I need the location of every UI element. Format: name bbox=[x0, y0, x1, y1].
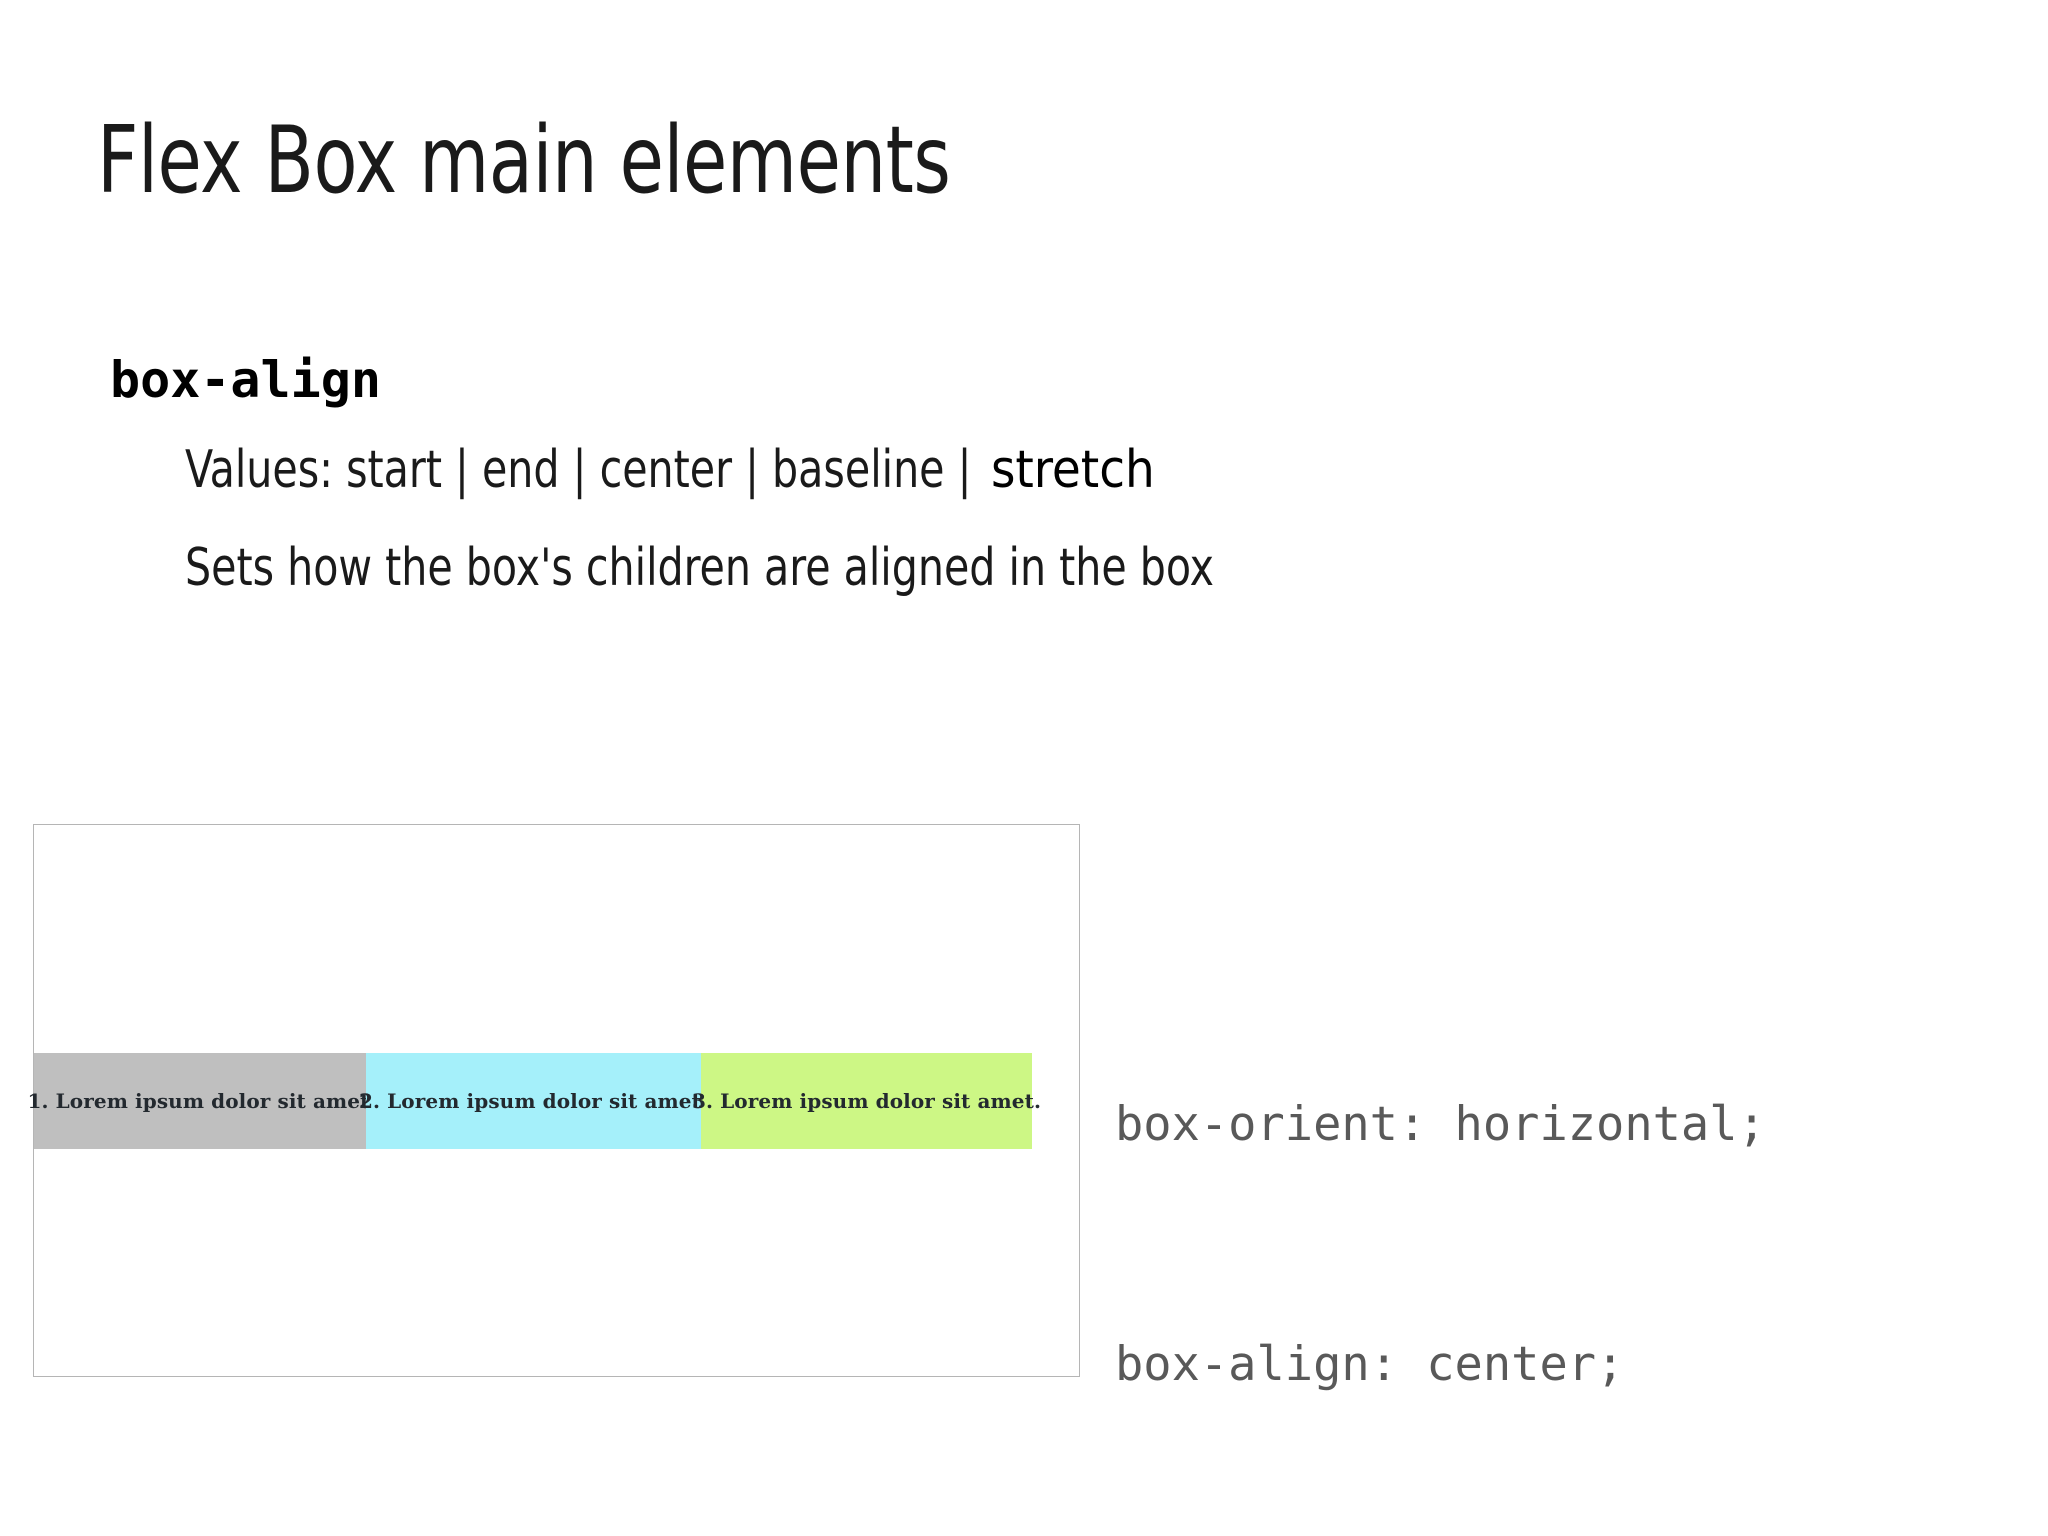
page-title: Flex Box main elements bbox=[97, 106, 951, 215]
property-name-box-align: box-align bbox=[110, 351, 381, 409]
code-snippet: box-orient: horizontal; box-align: cente… bbox=[1115, 925, 1766, 1485]
property-default-value: stretch bbox=[990, 440, 1155, 500]
property-values-list: Values: start | end | center | baseline … bbox=[185, 440, 985, 500]
code-line-box-orient: box-orient: horizontal; bbox=[1115, 1097, 1766, 1152]
demo-item-2: 2. Lorem ipsum dolor sit amet. bbox=[359, 1052, 708, 1149]
demo-item-1-label: 1. Lorem ipsum dolor sit amet. bbox=[27, 1088, 377, 1113]
demo-item-2-label: 2. Lorem ipsum dolor sit amet. bbox=[359, 1088, 709, 1113]
property-values-line: Values: start | end | center | baseline … bbox=[185, 444, 1154, 496]
property-description: Sets how the box's children are aligned … bbox=[185, 538, 1215, 598]
demo-item-3-label: 3. Lorem ipsum dolor sit amet. bbox=[692, 1088, 1042, 1113]
demo-item-3: 3. Lorem ipsum dolor sit amet. bbox=[692, 1052, 1041, 1149]
code-line-box-align: box-align: center; bbox=[1115, 1337, 1625, 1392]
demo-flex-container: 1. Lorem ipsum dolor sit amet. 2. Lorem … bbox=[28, 824, 1080, 1377]
demo-item-1: 1. Lorem ipsum dolor sit amet. bbox=[28, 1052, 376, 1149]
